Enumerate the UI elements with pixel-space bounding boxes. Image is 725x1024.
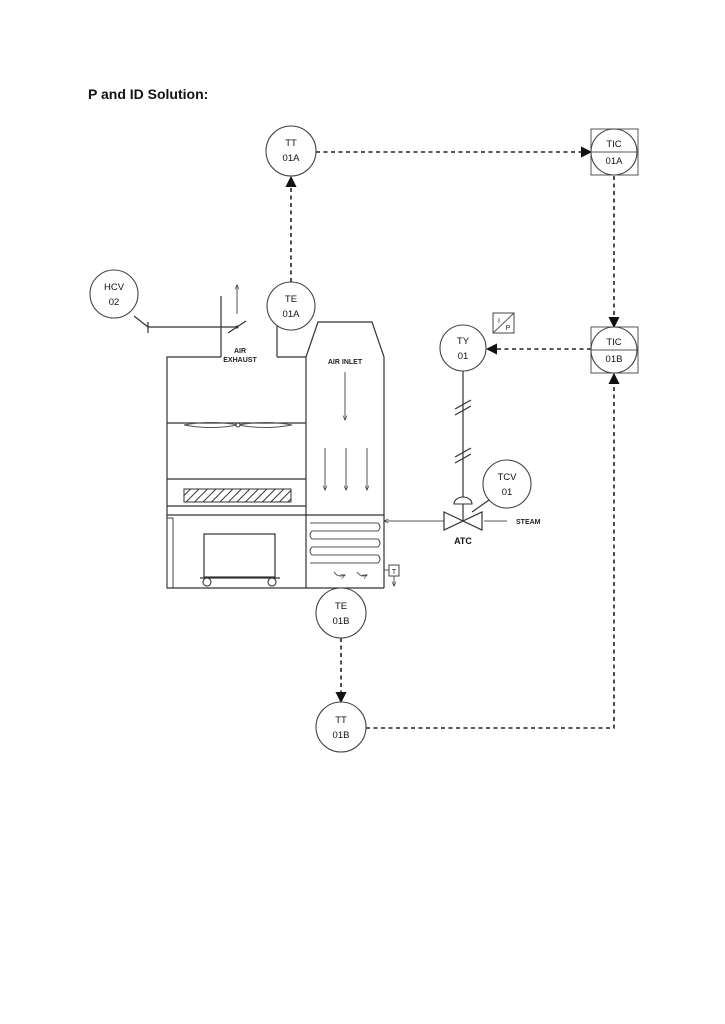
ip-converter: I P (492, 312, 515, 334)
air-exhaust-label-2: EXHAUST (223, 357, 257, 364)
svg-text:02: 02 (109, 297, 120, 308)
svg-text:TT: TT (335, 715, 347, 726)
ip-label-p: P (506, 325, 511, 332)
trap-label: T (392, 569, 397, 576)
air-exhaust-label-1: AIR (234, 348, 246, 355)
steam-label: STEAM (516, 519, 541, 526)
svg-text:01A: 01A (283, 309, 301, 320)
tt-01a: TT 01A (265, 125, 317, 177)
page-title: P and ID Solution: (88, 86, 209, 102)
tt-01b: TT 01B (315, 701, 367, 753)
svg-text:TE: TE (335, 601, 347, 612)
svg-text:HCV: HCV (104, 282, 125, 293)
tic-01b: TIC 01B (590, 326, 639, 374)
tic01b-loop: 01B (606, 354, 623, 365)
svg-text:01A: 01A (283, 153, 301, 164)
tic-01a: TIC 01A (590, 128, 639, 176)
control-valve (443, 496, 490, 531)
svg-text:TCV: TCV (498, 472, 518, 483)
te-01b: TE 01B (315, 587, 367, 639)
tic01b-tag: TIC (606, 337, 621, 348)
ty-tcv-signal (454, 370, 472, 500)
svg-text:01B: 01B (333, 730, 350, 741)
svg-text:01: 01 (502, 487, 513, 498)
ty-01: TY 01 (439, 324, 487, 372)
tic01a-loop: 01A (606, 156, 624, 167)
air-inlet-label: AIR INLET (328, 359, 363, 366)
ip-label-i: I (498, 318, 500, 325)
svg-text:TE: TE (285, 294, 297, 305)
signal-lines (285, 146, 620, 729)
te-01a: TE 01A (266, 281, 316, 331)
dryer-unit (133, 285, 507, 589)
tic01a-tag: TIC (606, 139, 621, 150)
svg-text:TT: TT (285, 138, 297, 149)
svg-text:TY: TY (457, 336, 470, 347)
signal-tt01b-tic01b (366, 372, 620, 729)
hcv-02: HCV 02 (89, 269, 139, 319)
svg-text:01B: 01B (333, 616, 350, 627)
svg-text:01: 01 (458, 351, 469, 362)
atc-label: ATC (454, 536, 472, 546)
tcv-01: TCV 01 (482, 459, 532, 509)
